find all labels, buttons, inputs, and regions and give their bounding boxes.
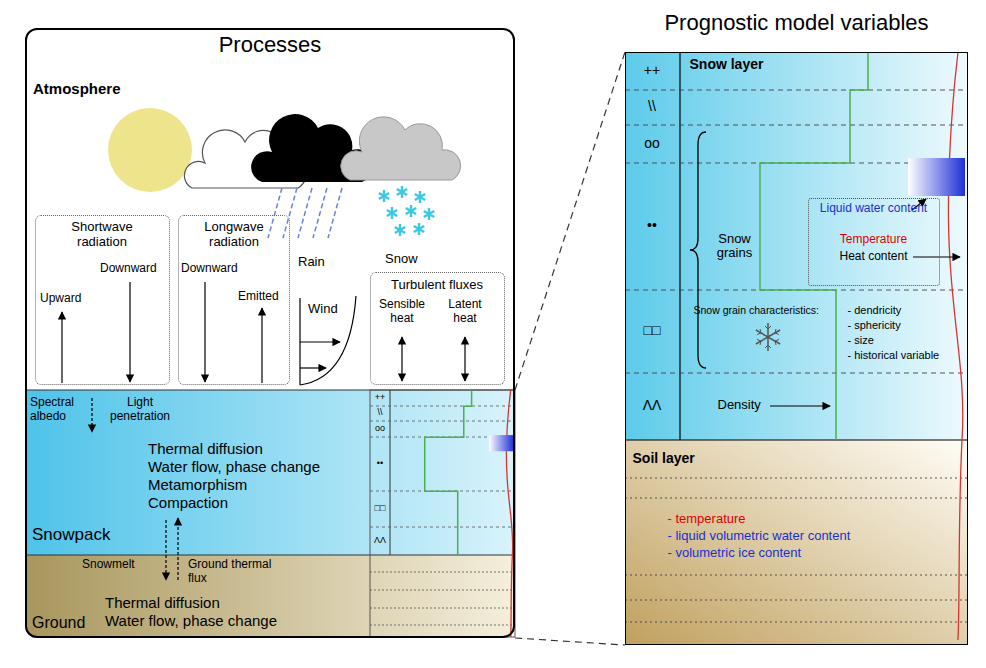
node-text: Thermal diffusion [148, 440, 263, 457]
node-text: Density [718, 398, 761, 413]
layer-symbol: □□ [552, 322, 752, 338]
layer-symbol: ΛΛ [552, 397, 752, 413]
layer-symbol: ++ [280, 392, 480, 402]
node-text: Snow grains [705, 232, 765, 262]
node-text: Compaction [148, 494, 228, 511]
ground-band: Snowmelt Ground thermal fluxThermal diffu… [25, 555, 515, 638]
node-text: Latent heat [440, 298, 490, 326]
node-text: Metamorphism [148, 476, 247, 493]
node-text: Water flow, phase change [105, 612, 277, 629]
process-label: Snow [385, 252, 418, 267]
node-text: - dendricity [848, 304, 902, 317]
layer-symbol: \\ [552, 98, 752, 114]
node-text: Temperature [814, 233, 934, 247]
snow-layer: Snow layerSnow grainsSnow grain characte… [625, 52, 968, 440]
node-text: - sphericity [848, 319, 901, 332]
node-heading: Soil layer [633, 450, 695, 466]
layer-symbol: oo [280, 423, 480, 433]
layer-symbol: □□ [280, 503, 480, 513]
process-label: Rain [298, 255, 325, 270]
node-heading: Shortwave radiation [47, 220, 157, 250]
node-heading: Turbulent fluxes [372, 278, 502, 293]
node-heading: Longwave radiation [184, 220, 284, 250]
node-text: Downward [100, 262, 157, 276]
radiation-box: Longwave radiationDownwardEmitted [178, 215, 290, 385]
node-text: Thermal diffusion [105, 594, 220, 611]
variables-panel: Prognostic model variablesSnow layerSnow… [625, 52, 968, 645]
node-heading: Prognostic model variables [627, 10, 967, 35]
node-text: Water flow, phase change [148, 458, 320, 475]
node-heading: Snow layer [690, 56, 764, 72]
node-text: - historical variable [848, 349, 940, 362]
soil-layer: Soil layer - temperature - liquid volumetr… [625, 440, 968, 645]
node-heading: Spectral albedo [30, 396, 90, 424]
node-text: - volumetric ice content [668, 546, 802, 561]
node-text: Snowpack [32, 525, 110, 545]
node-text: Snow grain characteristics: [694, 304, 819, 316]
process-label: Atmosphere [33, 80, 121, 97]
node-text: - size [848, 334, 874, 347]
snowpack-band: Spectral albedo Light penetrationThermal … [25, 390, 515, 555]
layer-symbol: ΛΛ [280, 535, 480, 545]
node-text: Upward [40, 292, 81, 306]
process-label: Wind [308, 302, 338, 317]
node-text: Heat content [814, 250, 934, 264]
node-heading: Snowmelt [82, 558, 135, 572]
node-text: Sensible heat [372, 298, 432, 326]
node-text: Emitted [238, 290, 279, 304]
node-text: Ground thermal flux [188, 558, 288, 586]
node-heading: Processes [170, 32, 370, 57]
radiation-box: Shortwave radiationDownwardUpward [35, 215, 170, 385]
node-heading: Liquid water content [819, 202, 929, 216]
layer-symbol: \\ [280, 407, 480, 417]
layer-symbol: oo [552, 135, 752, 151]
flux-box: Turbulent fluxesSensible heat Latent heat [370, 272, 505, 385]
layer-symbol: •• [280, 458, 480, 468]
node-text: - temperature [668, 512, 746, 527]
process-panel: ProcessesShortwave radiationDownwardUpwa… [25, 28, 515, 638]
node-text: Light penetration [105, 396, 175, 424]
layer-symbol: •• [552, 217, 752, 233]
node-text: - liquid volumetric water content [668, 529, 851, 544]
layer-symbol: ++ [552, 62, 752, 78]
node-text: Downward [181, 262, 238, 276]
heat-box: Liquid water contentTemperatureHeat cont… [808, 198, 940, 286]
node-text: Ground [32, 614, 85, 632]
